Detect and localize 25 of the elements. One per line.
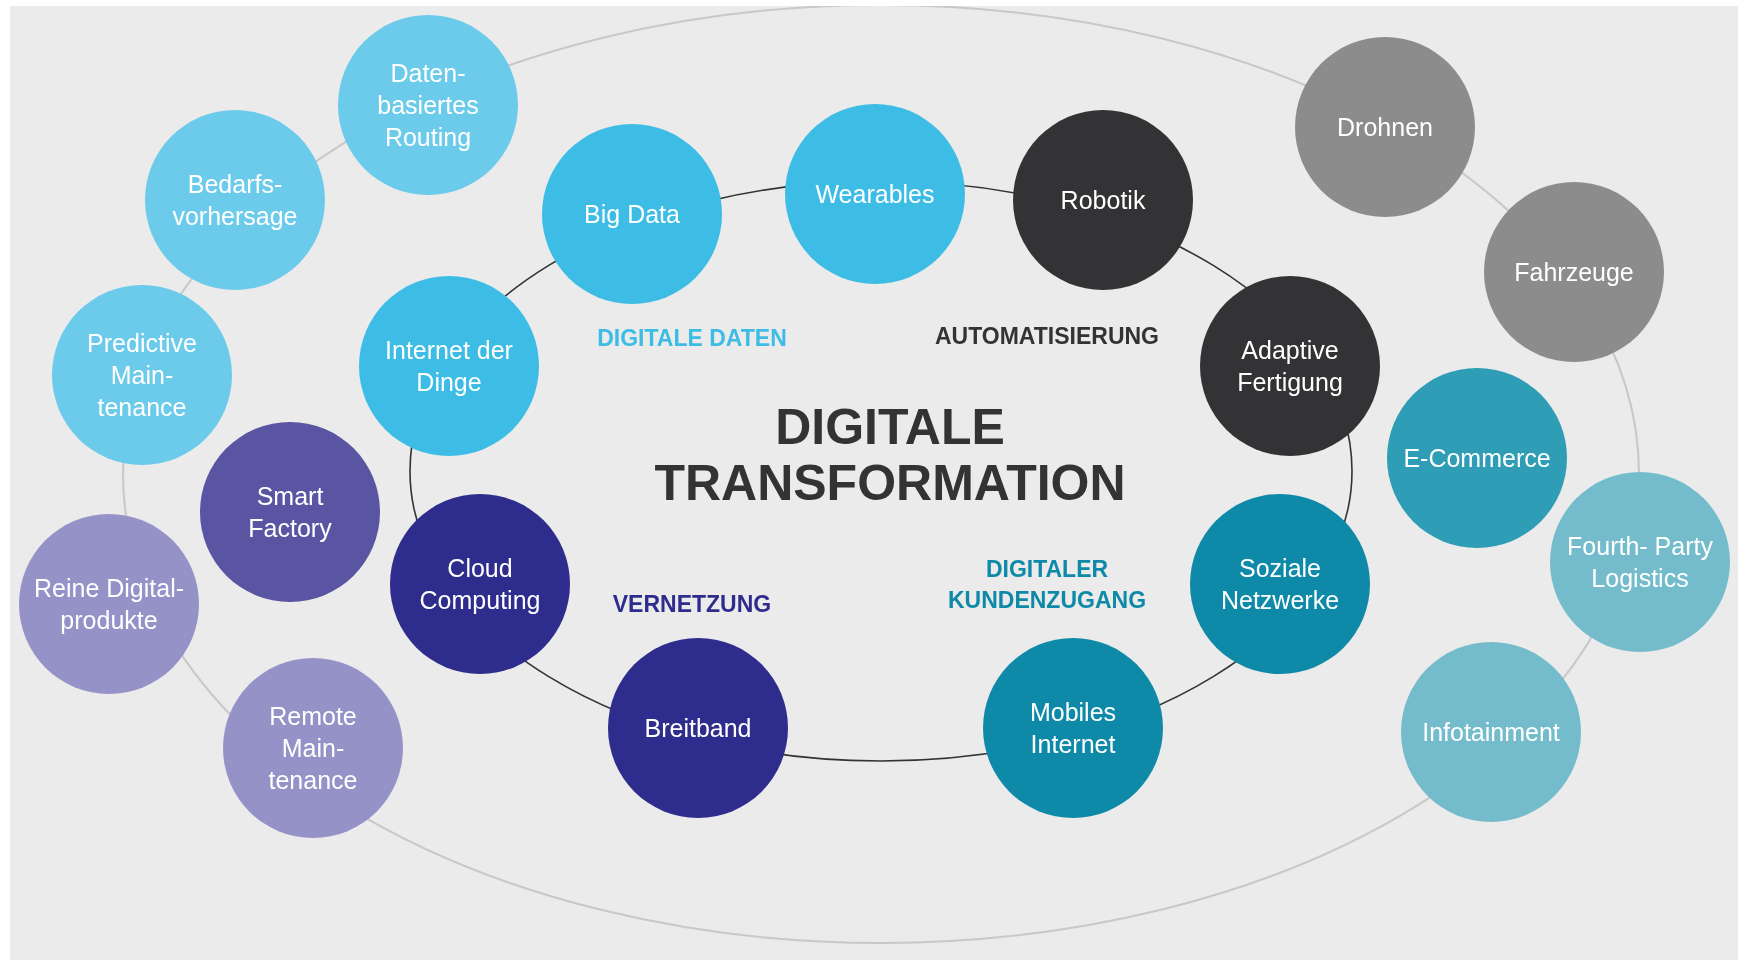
topic-circle: Mobiles Internet <box>983 638 1163 818</box>
title: DIGITALE TRANSFORMATION <box>653 399 1127 511</box>
topic-circle: Wearables <box>785 104 965 284</box>
category-label: DIGITALER KUNDENZUGANG <box>946 555 1148 615</box>
topic-circle: Drohnen <box>1295 37 1475 217</box>
topic-circle: Fourth- Party Logistics <box>1550 472 1730 652</box>
topic-circle: Adaptive Fertigung <box>1200 276 1380 456</box>
topic-circle: Big Data <box>542 124 722 304</box>
category-label: DIGITALE DATEN <box>596 323 788 353</box>
topic-circle: Internet der Dinge <box>359 276 539 456</box>
topic-circle: Breitband <box>608 638 788 818</box>
topic-circle: Smart Factory <box>200 422 380 602</box>
topic-circle: Daten- basiertes Routing <box>338 15 518 195</box>
topic-circle: Soziale Netzwerke <box>1190 494 1370 674</box>
topic-circle: Cloud Computing <box>390 494 570 674</box>
topic-circle: E-Commerce <box>1387 368 1567 548</box>
topic-circle: Predictive Main- tenance <box>52 285 232 465</box>
category-label: VERNETZUNG <box>611 589 773 619</box>
category-label: AUTOMATISIERUNG <box>933 321 1160 351</box>
topic-circle: Fahrzeuge <box>1484 182 1664 362</box>
topic-circle: Infotainment <box>1401 642 1581 822</box>
topic-circle: Robotik <box>1013 110 1193 290</box>
topic-circle: Reine Digital- produkte <box>19 514 199 694</box>
topic-circle: Bedarfs- vorhersage <box>145 110 325 290</box>
topic-circle: Remote Main- tenance <box>223 658 403 838</box>
